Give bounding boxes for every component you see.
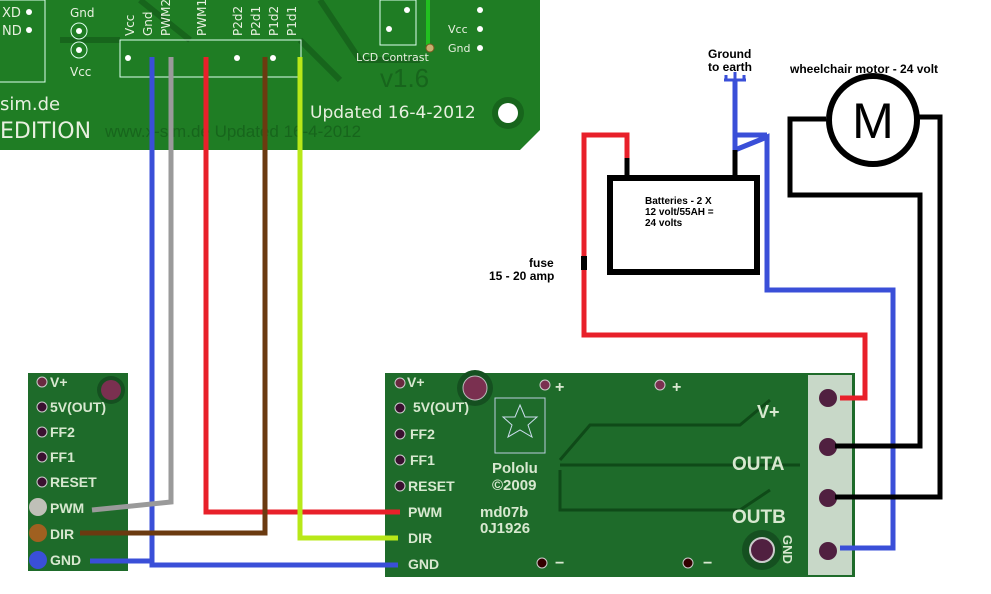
brand-line1: sim.de xyxy=(0,94,60,115)
pcb-label-xd: XD xyxy=(2,6,21,21)
wire-black-outa xyxy=(787,116,923,449)
pin-label: FF2 xyxy=(410,426,435,442)
version-label: v1.6 xyxy=(380,63,429,93)
pin-label: FF2 xyxy=(50,424,75,440)
pin-label: GND xyxy=(408,556,439,572)
terminal-label-outa: OUTA xyxy=(732,454,785,475)
terminal-label-vplus: V+ xyxy=(757,402,780,422)
header-pin-label: P1d2 xyxy=(267,6,281,36)
header-pin-label: PWM1 xyxy=(195,0,209,36)
motor-label: wheelchair motor - 24 volt xyxy=(789,62,938,76)
serial-label: 0J1926 xyxy=(480,520,530,537)
fuse-symbol-icon xyxy=(581,256,587,270)
wire-brown-p2d1 xyxy=(80,57,268,536)
plus-label: + xyxy=(672,379,681,396)
battery-label: 12 volt/55AH = xyxy=(645,207,714,218)
wire-red-power xyxy=(581,132,868,401)
controller-board: XD ND Gnd Vcc Vcc Gnd PWM2 PWM1 P2d2 P2d… xyxy=(0,0,540,150)
left-motor-driver: V+ 5V(OUT) FF2 FF1 RESET PWM DIR GND xyxy=(28,373,128,571)
pin-label: FF1 xyxy=(410,452,435,468)
fuse-label: fuse xyxy=(529,256,554,270)
brand-line2: EDITION xyxy=(0,119,91,144)
minus-label: − xyxy=(703,555,712,572)
pcb-label-vcc: Vcc xyxy=(70,65,91,79)
header-pin-label: P1d1 xyxy=(285,6,299,36)
updated-label: Updated 16-4-2012 xyxy=(310,103,476,123)
model-label: md07b xyxy=(480,504,528,521)
fuse-rating-label: 15 - 20 amp xyxy=(489,269,554,283)
pin-label: V+ xyxy=(50,374,68,390)
battery-label: Batteries - 2 X xyxy=(645,196,712,207)
header-pin-label: Vcc xyxy=(123,15,137,36)
mirror-text: www.x-sim.de Updated 16-4-2012 xyxy=(104,122,361,141)
pin-label: DIR xyxy=(408,530,432,546)
pin-label: 5V(OUT) xyxy=(50,399,106,415)
pin-label: RESET xyxy=(50,474,97,490)
wire-black-outb xyxy=(835,114,943,500)
wires xyxy=(80,57,943,568)
ground-label: Ground xyxy=(708,47,751,61)
pin-label: GND xyxy=(50,552,81,568)
right-motor-driver-pololu: + + − − Pololu ©2009 md07b 0J1926 V+ 5V(… xyxy=(385,370,855,577)
ground-label-2: to earth xyxy=(708,60,752,74)
wire-lime-p1d1 xyxy=(297,57,398,541)
plus-label: + xyxy=(555,379,564,396)
terminal-label-gnd: GND xyxy=(780,535,795,564)
wire-gray-pwm2 xyxy=(91,57,174,513)
battery-box xyxy=(607,175,760,275)
pcb-label-vcc-right: Vcc xyxy=(448,23,468,36)
brand-label: Pololu xyxy=(492,460,538,477)
motor-letter: M xyxy=(852,93,894,149)
minus-label: − xyxy=(555,555,564,572)
header-pin-label: Gnd xyxy=(141,11,155,36)
pin-label: RESET xyxy=(408,478,455,494)
terminal-label-outb: OUTB xyxy=(732,507,786,528)
pin-label: PWM xyxy=(408,504,442,520)
pin-label: DIR xyxy=(50,526,74,542)
ground-symbol-icon xyxy=(724,72,746,82)
pin-label: PWM xyxy=(50,500,84,516)
pin-label: FF1 xyxy=(50,449,75,465)
pcb-label-nd: ND xyxy=(2,24,22,39)
pin-label: V+ xyxy=(407,374,425,390)
battery-label: 24 volts xyxy=(645,218,683,229)
header-pin-label: P2d1 xyxy=(249,6,263,36)
pcb-label-gnd-right: Gnd xyxy=(448,42,470,55)
header-pin-label: PWM2 xyxy=(159,0,173,36)
wire-red-pwm1 xyxy=(203,57,400,515)
pin-label: 5V(OUT) xyxy=(413,399,469,415)
motor-symbol xyxy=(826,73,920,167)
pcb-label-gnd: Gnd xyxy=(70,6,95,20)
copyright-label: ©2009 xyxy=(492,477,536,494)
wire-blue-gnd xyxy=(149,57,398,568)
lcd-contrast-label: LCD Contrast xyxy=(356,51,429,64)
header-pin-label: P2d2 xyxy=(231,6,245,36)
